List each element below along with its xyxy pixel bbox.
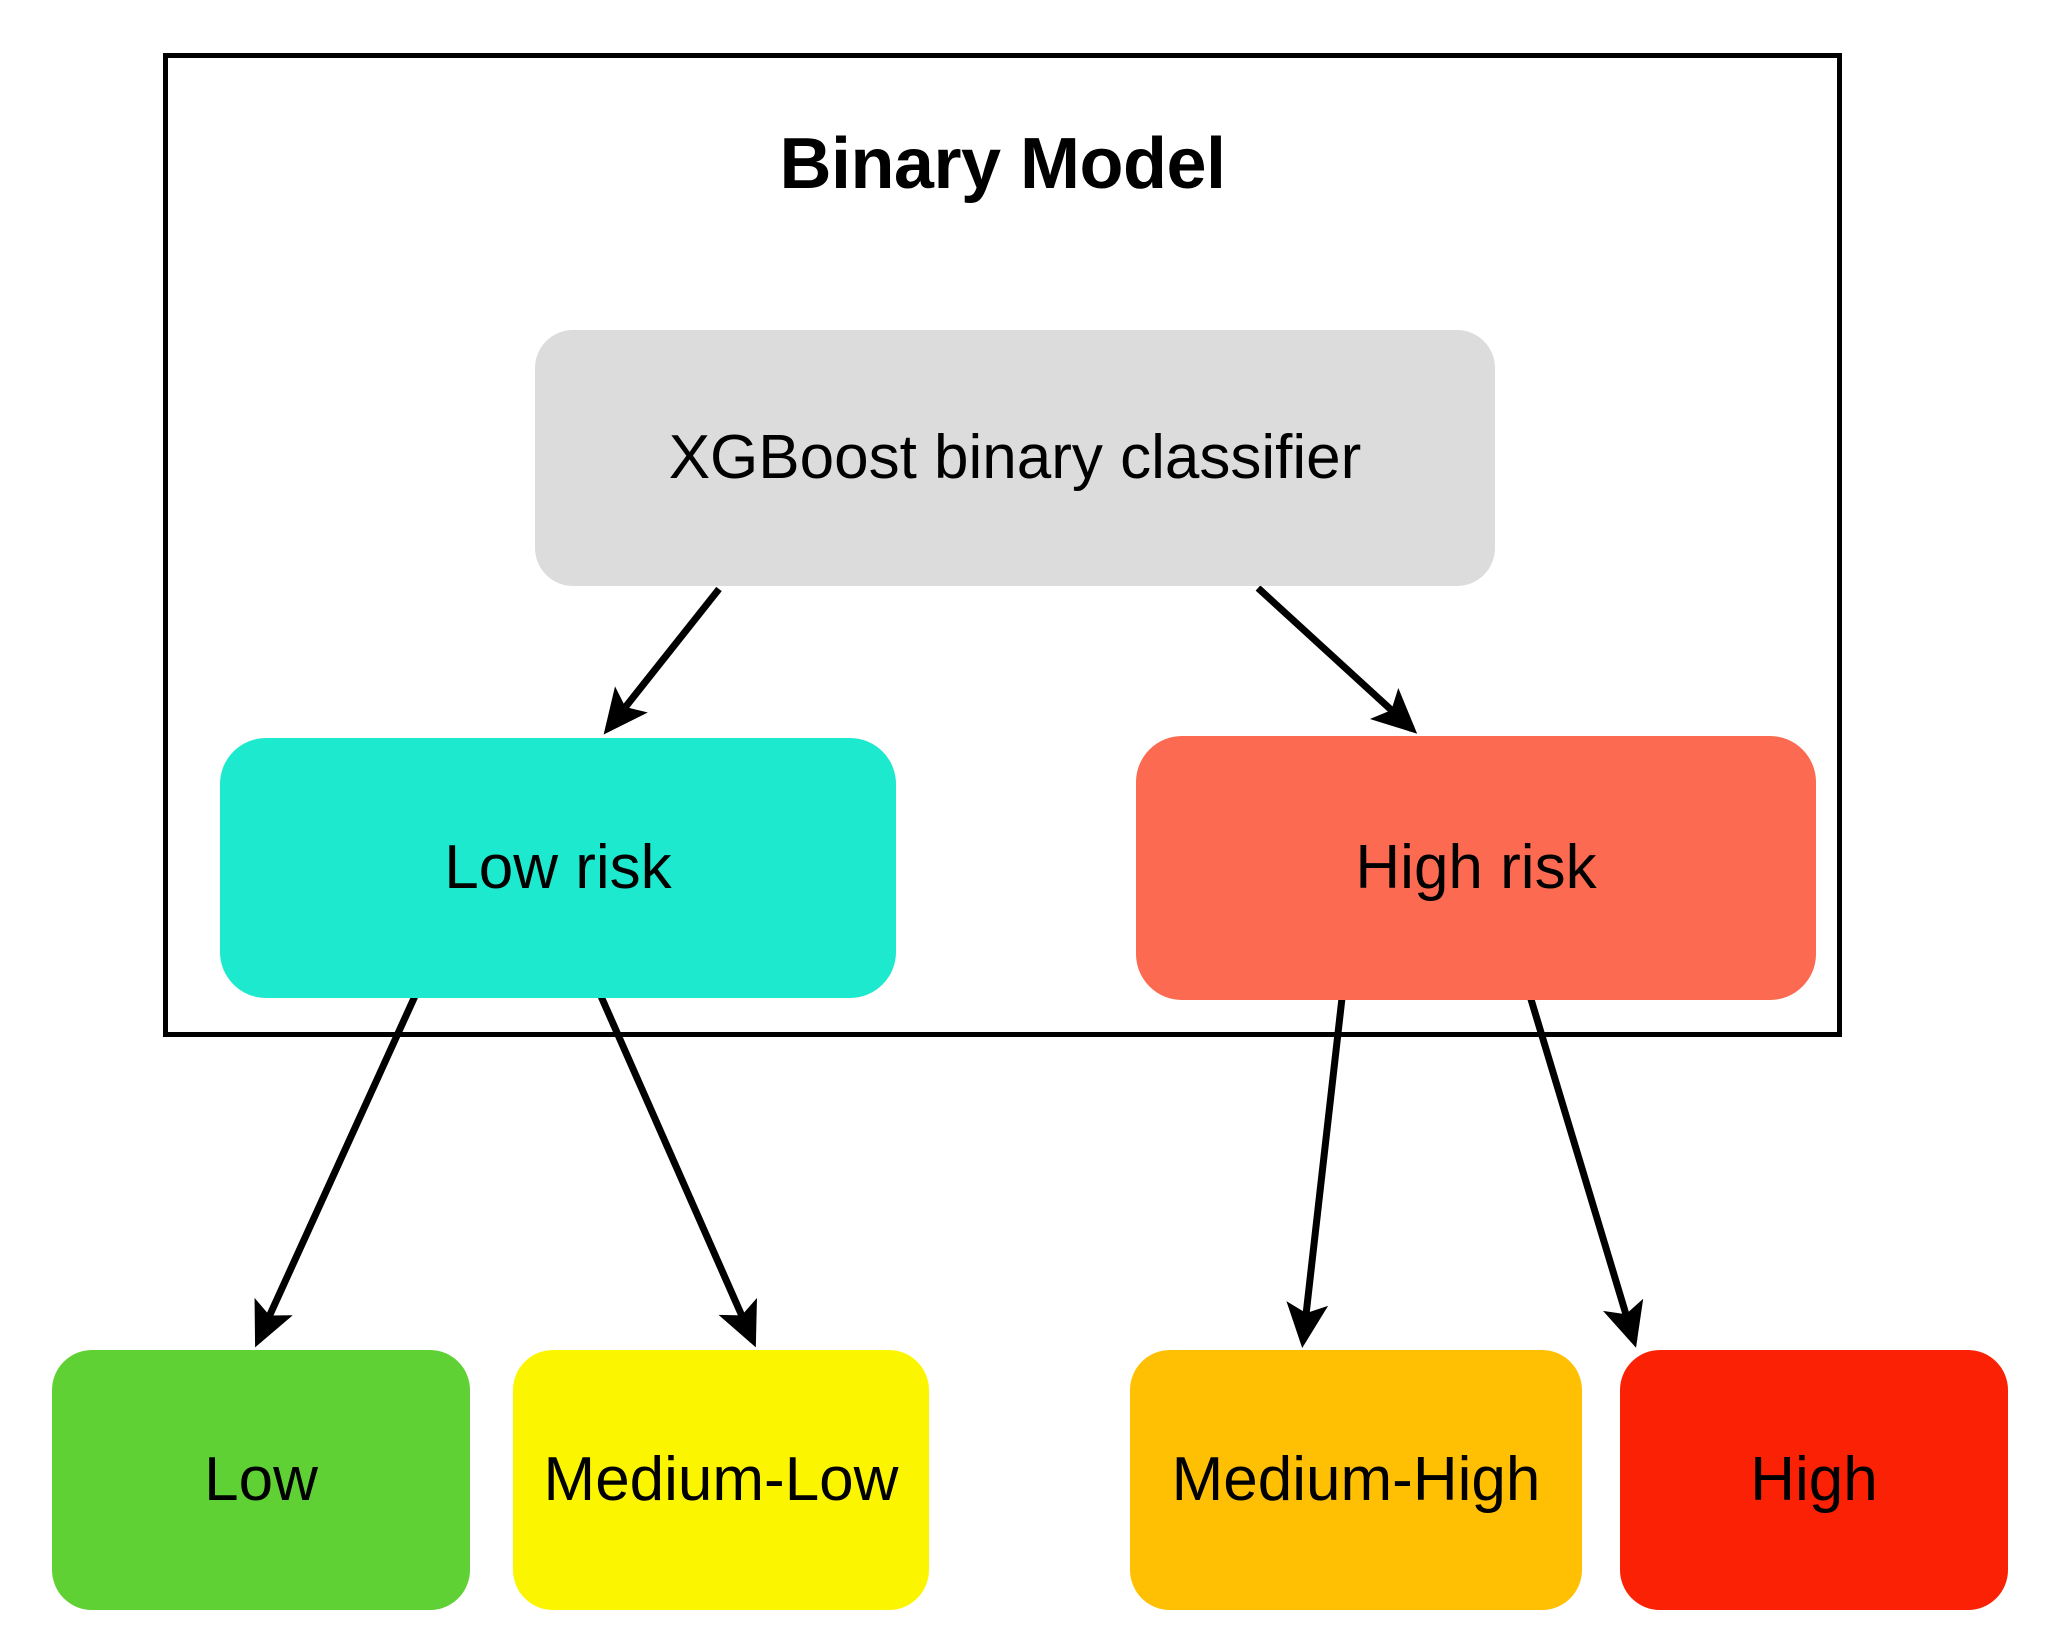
node-label: Low [204,1445,318,1515]
node-high[interactable]: High [1620,1350,2008,1610]
node-high-risk[interactable]: High risk [1136,736,1816,1000]
node-label: Medium-Low [543,1445,899,1515]
node-label: High risk [1355,833,1597,903]
node-label: Medium-High [1171,1445,1541,1515]
node-xgboost-binary-classifier[interactable]: XGBoost binary classifier [535,330,1495,586]
edge-low-risk-to-low [254,994,419,1348]
node-label: XGBoost binary classifier [668,423,1362,493]
node-low-risk[interactable]: Low risk [220,738,896,998]
page-title: Binary Model [779,124,1226,204]
node-medium-high[interactable]: Medium-High [1130,1350,1582,1610]
edge-high-risk-to-medium-high [1286,997,1346,1348]
node-medium-low[interactable]: Medium-Low [513,1350,929,1610]
node-label: Low risk [444,833,672,903]
edge-low-risk-to-medium-low [596,992,757,1348]
node-label: High [1750,1445,1878,1515]
binary-model-frame [163,53,1842,1037]
edge-high-risk-to-high [1526,994,1644,1348]
node-low[interactable]: Low [52,1350,470,1610]
